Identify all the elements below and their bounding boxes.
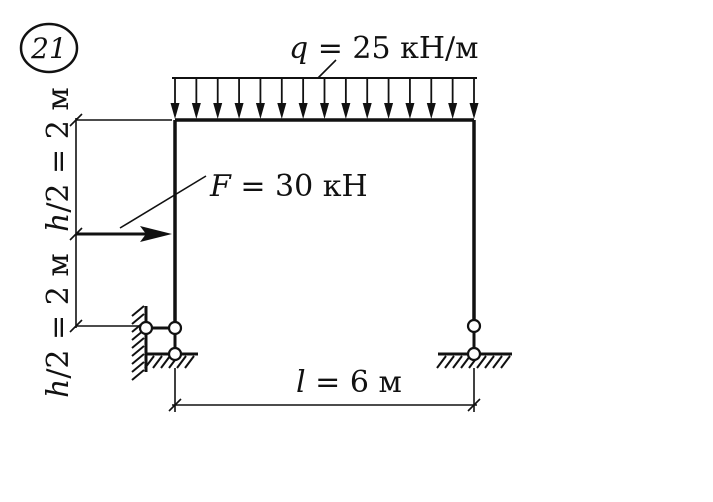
right-hinge-top: [466, 318, 482, 334]
load-arrow-head: [191, 103, 201, 119]
horizontal-dimension: [168, 368, 481, 412]
q-leader-line: [317, 59, 337, 79]
dim-bottom-label: h/2 = 2 м: [41, 253, 76, 398]
vertical-tick-bottom: [69, 319, 83, 333]
dim-top-value: /2 = 2 м: [41, 87, 76, 212]
load-arrow-head: [405, 103, 415, 119]
load-arrow-head: [426, 103, 436, 119]
right-support: [436, 318, 512, 369]
ground-hatch-stroke: [484, 355, 495, 369]
problem-number-badge: 21: [19, 22, 79, 74]
load-arrow-head: [362, 103, 372, 119]
left-hinge-column: [167, 320, 183, 336]
ground-hatch-stroke: [176, 355, 187, 369]
ground-hatch-stroke: [184, 355, 195, 369]
load-arrow-head: [384, 103, 394, 119]
force-arrow-head: [140, 226, 172, 242]
load-arrow-head: [448, 103, 458, 119]
wall-hatch-stroke: [131, 345, 145, 357]
load-arrow-head: [341, 103, 351, 119]
distributed-load-arrows: [170, 78, 479, 119]
load-F-value: = 30 кН: [231, 169, 368, 204]
horizontal-tick-left: [168, 398, 182, 412]
right-hinge-ground: [466, 346, 482, 362]
dim-span-label: l = 6 м: [296, 365, 402, 400]
dim-top-symbol: h: [41, 213, 76, 232]
dim-bottom-value: /2 = 2 м: [41, 253, 76, 378]
load-arrow-head: [255, 103, 265, 119]
ground-hatch-stroke: [444, 355, 455, 369]
dim-bottom-symbol: h: [41, 379, 76, 398]
left-hinge-wall: [138, 320, 154, 336]
ground-hatch-stroke: [500, 355, 511, 369]
problem-number: 21: [30, 32, 67, 65]
load-F-symbol: F: [209, 169, 232, 204]
load-arrow-head: [298, 103, 308, 119]
load-arrow-head: [469, 103, 479, 119]
load-arrow-head: [170, 103, 180, 119]
ground-hatch-stroke: [160, 355, 171, 369]
load-arrow-head: [213, 103, 223, 119]
left-wall-hatch: [131, 305, 145, 381]
wall-hatch-stroke: [131, 353, 145, 365]
left-hinge-ground: [167, 346, 183, 362]
wall-hatch-stroke: [131, 361, 145, 373]
left-support: [131, 305, 198, 381]
distributed-load: [170, 59, 479, 119]
dim-span-value: = 6 м: [306, 365, 402, 400]
wall-hatch-stroke: [131, 369, 145, 381]
ground-hatch-stroke: [492, 355, 503, 369]
point-force: [76, 175, 207, 242]
ground-hatch-stroke: [476, 355, 487, 369]
dim-span-symbol: l: [296, 365, 306, 400]
vertical-dimension: [69, 113, 172, 333]
wall-hatch-stroke: [131, 337, 145, 349]
ground-hatch-stroke: [452, 355, 463, 369]
problem-number-circle: [19, 22, 79, 74]
vertical-tick-top: [69, 113, 83, 127]
force-leader-line: [119, 175, 207, 229]
dim-top-label: h/2 = 2 м: [41, 87, 76, 232]
wall-hatch-stroke: [131, 313, 145, 325]
load-arrow-head: [277, 103, 287, 119]
load-F-label: F = 30 кН: [209, 169, 368, 204]
vertical-tick-mid: [69, 227, 83, 241]
load-arrow-head: [234, 103, 244, 119]
ground-hatch-stroke: [152, 355, 163, 369]
ground-hatch-stroke: [436, 355, 447, 369]
load-arrow-head: [320, 103, 329, 119]
horizontal-tick-right: [467, 398, 481, 412]
load-q-symbol: q: [289, 31, 308, 66]
load-q-label: q = 25 кН/м: [289, 31, 479, 66]
load-q-value: = 25 кН/м: [308, 31, 478, 66]
frame-members: [173, 118, 476, 326]
wall-hatch-stroke: [131, 305, 145, 317]
ground-hatch-stroke: [144, 355, 155, 369]
